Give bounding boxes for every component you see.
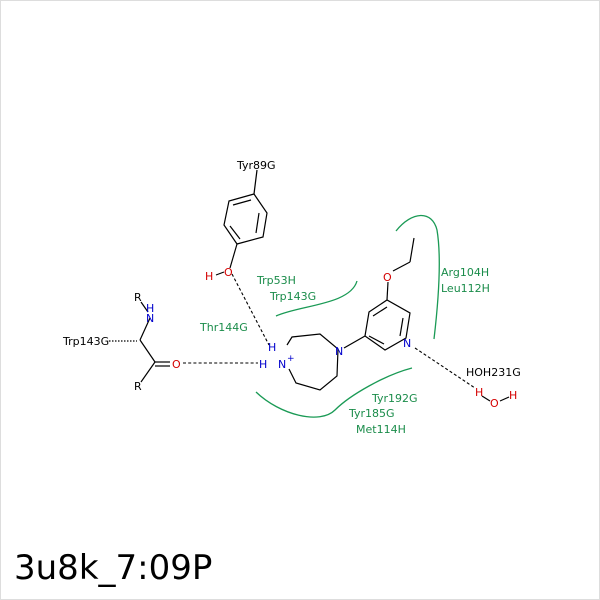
- atom-h-nh-left: H: [259, 358, 267, 371]
- label-trp143-backbone: Trp143G: [62, 335, 109, 348]
- atom-h-tyr: H: [205, 270, 213, 283]
- atom-h-water-1: H: [475, 386, 483, 399]
- hbond-tyr89-nh: [231, 273, 270, 346]
- atom-h-backbone: H: [146, 302, 154, 315]
- pyridine-ring: [343, 237, 415, 351]
- atom-n-backbone: N: [146, 312, 154, 325]
- label-leu112: Leu112H: [441, 282, 490, 295]
- label-arg104: Arg104H: [441, 266, 489, 279]
- hydrophobic-arc-trp: [275, 280, 358, 317]
- atom-r-bottom: R: [134, 380, 142, 393]
- diagram-title: 3u8k_7:09P: [14, 548, 213, 588]
- label-trp53h: Trp53H: [256, 274, 296, 287]
- label-water: HOH231G: [466, 366, 521, 379]
- hbond-pyridine-water: [414, 347, 476, 389]
- label-met114: Met114H: [356, 423, 406, 436]
- atom-n-pyridine: N: [403, 337, 411, 350]
- atom-h-water-2: H: [509, 389, 517, 402]
- hydrophobic-arc-tyr-met: [255, 367, 413, 418]
- trp143-backbone: [109, 301, 170, 383]
- atom-h-nh-top: H: [268, 341, 276, 354]
- atom-o-ether: O: [383, 271, 392, 284]
- atom-n-ring: N: [335, 345, 343, 358]
- label-tyr185: Tyr185G: [348, 407, 395, 420]
- label-tyr89: Tyr89G: [236, 159, 276, 172]
- atom-o-water: O: [490, 397, 499, 410]
- atom-charge-plus: +: [287, 354, 295, 364]
- label-tyr192: Tyr192G: [371, 392, 418, 405]
- label-trp143g: Trp143G: [269, 290, 316, 303]
- hydrophobic-arc-arg-leu: [395, 214, 440, 340]
- tyr89-phenol: [215, 169, 268, 276]
- atom-o-carbonyl: O: [172, 358, 181, 371]
- atom-n-plus: N: [278, 358, 286, 371]
- water-bonds: [481, 395, 510, 402]
- atom-o-tyr: O: [224, 266, 233, 279]
- label-thr144: Thr144G: [199, 321, 248, 334]
- diazepane-ring: [286, 333, 339, 391]
- atom-r-top: R: [134, 291, 142, 304]
